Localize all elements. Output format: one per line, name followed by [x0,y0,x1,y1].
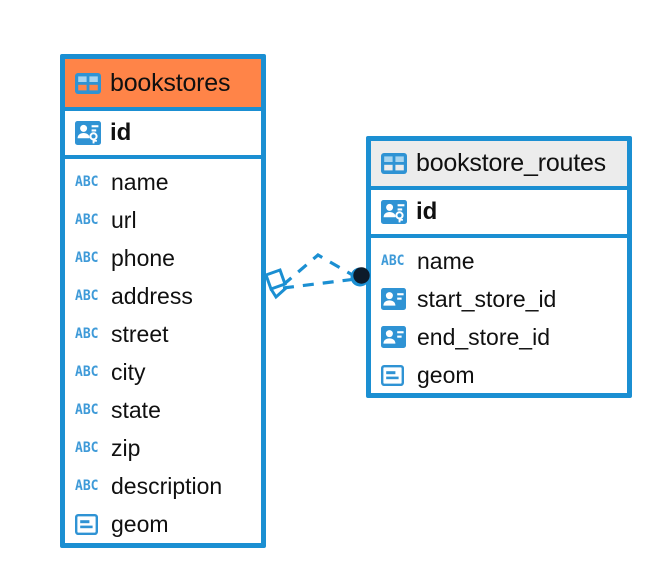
abc-icon: ABC [75,402,99,418]
entity-bookstores[interactable]: bookstores id ABC name [60,54,266,548]
field-row-start-store-id[interactable]: start_store_id [371,280,627,318]
abc-icon: ABC [75,364,99,380]
relationship-line-upper [281,253,357,287]
field-name-city: city [111,358,146,385]
diamond-link-marker[interactable] [264,268,288,300]
field-name-street: street [111,320,169,347]
relationship-line-lower [282,277,357,290]
table-icon [75,72,101,94]
table-icon [381,153,407,174]
field-name-url: url [111,206,137,233]
primary-key-icon [75,121,101,145]
entity-bookstore-routes[interactable]: bookstore_routes id ABC name [366,136,632,398]
entity-bookstores-header[interactable]: bookstores [65,59,261,111]
field-row-city[interactable]: ABC city [65,353,261,391]
field-row-zip[interactable]: ABC zip [65,429,261,467]
field-name-routes-name: name [417,247,475,274]
field-row-routes-geom[interactable]: geom [371,356,627,394]
entity-bookstore-routes-fields: ABC name start_store_id [371,238,627,400]
field-row-end-store-id[interactable]: end_store_id [371,318,627,356]
field-row-name[interactable]: ABC name [65,163,261,201]
entity-bookstore-routes-title: bookstore_routes [416,149,606,177]
field-name-description: description [111,472,223,499]
entity-bookstore-routes-header[interactable]: bookstore_routes [371,141,627,190]
field-row-phone[interactable]: ABC phone [65,239,261,277]
foreign-key-icon [381,326,408,348]
field-name-zip: zip [111,434,141,461]
field-name-address: address [111,282,193,309]
abc-icon: ABC [75,478,99,494]
field-name-end-store-id: end_store_id [417,323,550,350]
entity-bookstores-title: bookstores [110,68,231,97]
abc-icon: ABC [75,288,99,304]
entity-bookstores-fields: ABC name ABC url ABC phone ABC address A… [65,159,261,549]
abc-icon: ABC [75,440,99,456]
abc-icon: ABC [75,326,99,342]
field-row-url[interactable]: ABC url [65,201,261,239]
abc-icon: ABC [75,250,99,266]
foreign-key-icon [381,288,408,310]
field-row-bookstores-id[interactable]: id [65,111,261,159]
field-name-bookstores-id: id [110,119,132,146]
field-name-routes-geom: geom [417,361,475,388]
field-name-start-store-id: start_store_id [417,285,557,312]
geometry-icon [381,364,408,386]
field-row-street[interactable]: ABC street [65,315,261,353]
geometry-icon [75,513,102,535]
field-row-routes-name[interactable]: ABC name [371,242,627,280]
field-row-description[interactable]: ABC description [65,467,261,505]
field-name-state: state [111,396,161,423]
abc-icon: ABC [381,253,405,269]
abc-icon: ABC [75,174,99,190]
field-row-routes-id[interactable]: id [371,190,627,238]
primary-key-icon [381,200,407,224]
field-name-name: name [111,168,169,195]
field-row-geom[interactable]: geom [65,505,261,543]
field-row-state[interactable]: ABC state [65,391,261,429]
field-name-routes-id: id [416,198,438,225]
field-name-phone: phone [111,244,175,271]
field-row-address[interactable]: ABC address [65,277,261,315]
abc-icon: ABC [75,212,99,228]
field-name-geom: geom [111,510,169,537]
